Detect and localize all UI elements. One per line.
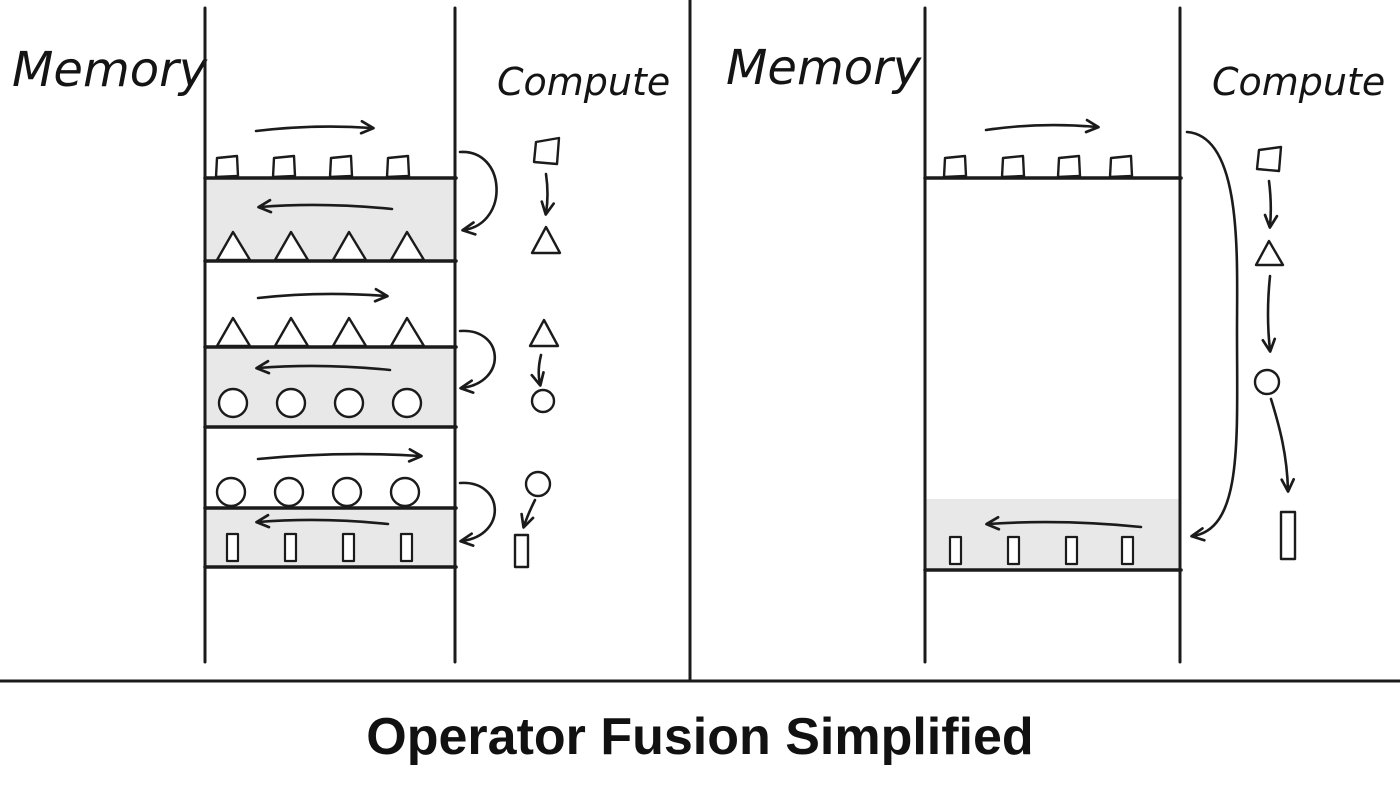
arrow-left-icon bbox=[985, 515, 1143, 531]
bar-icon bbox=[948, 535, 963, 566]
circles-row bbox=[215, 476, 421, 508]
circle-icon bbox=[275, 387, 307, 419]
arrow-right-icon bbox=[984, 118, 1100, 134]
page-title: Operator Fusion Simplified bbox=[366, 708, 1033, 766]
square-icon bbox=[1056, 154, 1082, 179]
left-panel: Memory Compute bbox=[12, 6, 670, 664]
arrow-down-icon bbox=[520, 498, 537, 529]
arrow-down-icon bbox=[1261, 274, 1277, 353]
circle-icon bbox=[217, 387, 249, 419]
store-band-3 bbox=[205, 508, 456, 567]
triangle-icon bbox=[273, 316, 310, 348]
triangle-icon bbox=[528, 318, 560, 348]
arrow-right-icon bbox=[254, 119, 375, 135]
circle-icon bbox=[530, 388, 556, 414]
op1-block bbox=[203, 119, 498, 263]
arrow-down-icon bbox=[1263, 179, 1279, 229]
compute-ops-column bbox=[1253, 145, 1297, 561]
bar-icon bbox=[1279, 510, 1297, 561]
circle-icon bbox=[391, 387, 423, 419]
compute-label: Compute bbox=[1212, 60, 1385, 104]
op2-block bbox=[203, 287, 497, 429]
triangle-icon bbox=[331, 316, 368, 348]
circle-icon bbox=[333, 387, 365, 419]
arrow-right-icon bbox=[256, 287, 389, 303]
bar-icon bbox=[283, 532, 298, 563]
right-panel: Memory Compute bbox=[726, 6, 1385, 664]
arrow-left-icon bbox=[255, 359, 392, 375]
bar-icon bbox=[341, 532, 356, 563]
arrow-left-icon bbox=[257, 198, 394, 214]
squares-row bbox=[942, 154, 1134, 179]
circle-icon bbox=[389, 476, 421, 508]
memory-label: Memory bbox=[726, 40, 922, 96]
triangle-icon bbox=[1254, 239, 1285, 267]
arrow-down-icon bbox=[540, 172, 555, 216]
triangle-icon bbox=[389, 316, 426, 348]
bar-icon bbox=[513, 533, 530, 569]
square-icon bbox=[271, 154, 297, 179]
store-band-2 bbox=[205, 347, 456, 427]
bar-icon bbox=[225, 532, 240, 563]
arrow-down-icon bbox=[530, 353, 545, 387]
circle-icon bbox=[331, 476, 363, 508]
square-icon bbox=[328, 154, 354, 179]
squares-row bbox=[214, 154, 411, 179]
bar-icon bbox=[1006, 535, 1021, 566]
compute-ops-column bbox=[513, 136, 562, 569]
triangle-icon bbox=[215, 316, 252, 348]
circle-icon bbox=[1253, 368, 1281, 396]
square-icon bbox=[532, 136, 561, 166]
arrow-right-icon bbox=[256, 448, 423, 463]
arrow-left-icon bbox=[255, 513, 390, 529]
square-icon bbox=[1108, 154, 1134, 179]
circle-icon bbox=[273, 476, 305, 508]
circle-icon bbox=[215, 476, 247, 508]
loop-arrow-icon bbox=[458, 329, 497, 394]
loop-arrow-icon bbox=[458, 150, 498, 236]
square-icon bbox=[1255, 145, 1283, 173]
fusion-bracket-arrow-icon bbox=[1185, 130, 1239, 542]
op3-block bbox=[203, 448, 497, 569]
arrow-down-icon bbox=[1269, 397, 1296, 493]
square-icon bbox=[1000, 154, 1026, 179]
square-icon bbox=[942, 154, 968, 179]
store-band bbox=[925, 499, 1180, 570]
bar-icon bbox=[1064, 535, 1079, 566]
compute-label: Compute bbox=[497, 60, 670, 104]
triangles-row bbox=[215, 316, 426, 348]
triangle-icon bbox=[530, 225, 562, 255]
memory-label: Memory bbox=[12, 42, 208, 98]
square-icon bbox=[214, 154, 240, 179]
bar-icon bbox=[1120, 535, 1135, 566]
circle-icon bbox=[524, 470, 552, 498]
square-icon bbox=[385, 154, 411, 179]
loop-arrow-icon bbox=[458, 481, 497, 547]
bar-icon bbox=[399, 532, 414, 563]
